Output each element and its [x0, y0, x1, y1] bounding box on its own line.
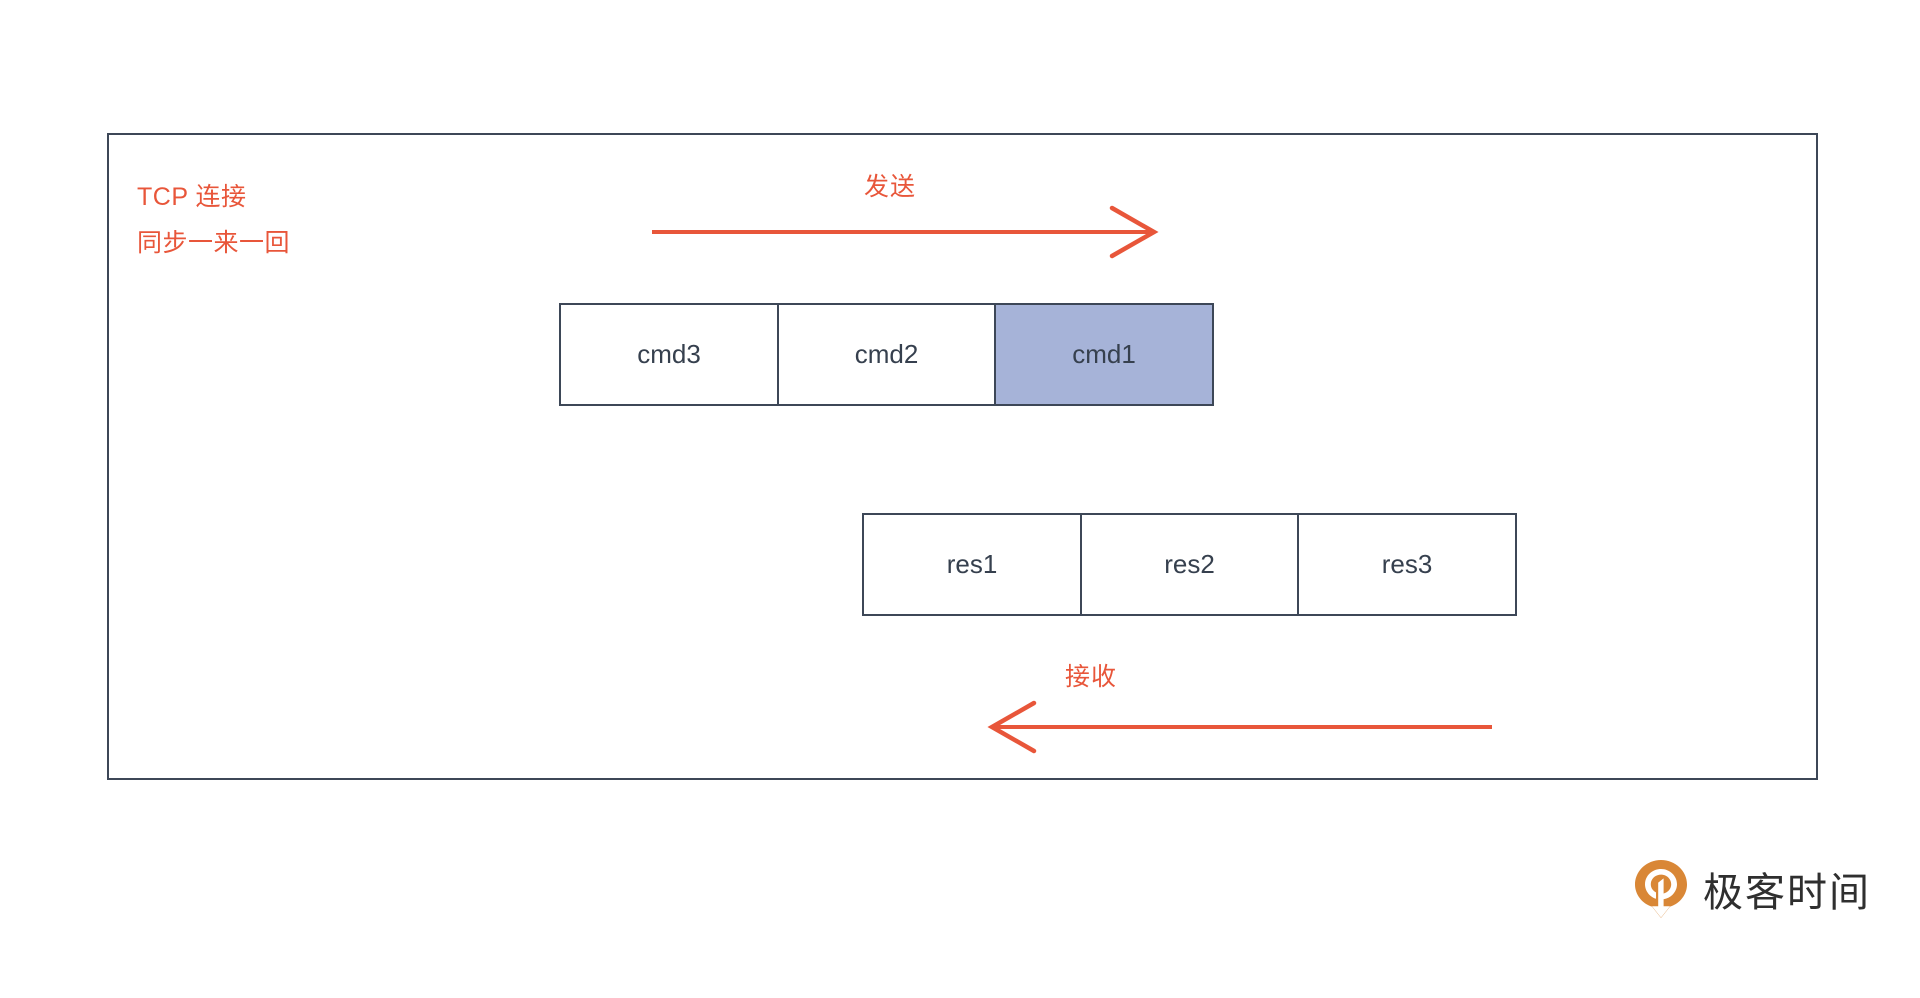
- annotation-line-1: TCP 连接: [137, 183, 247, 211]
- command-block-row: cmd3 cmd2 cmd1: [559, 303, 1214, 406]
- block-cell-label: cmd2: [854, 339, 919, 369]
- block-cell-res3[interactable]: res3: [1297, 513, 1517, 616]
- receive-arrow-label: 接收: [1065, 663, 1118, 691]
- brand-logo: 极客时间: [1633, 858, 1871, 920]
- block-cell-label: cmd1: [1072, 339, 1136, 369]
- block-cell-label: res1: [946, 549, 998, 579]
- block-cell-label: res2: [1164, 549, 1215, 579]
- send-arrow-label: 发送: [864, 173, 917, 201]
- block-cell-cmd1[interactable]: cmd1: [994, 303, 1214, 406]
- send-arrow-icon: [652, 205, 1159, 259]
- diagram-frame: TCP 连接 同步一来一回 发送 cmd3 cmd2 cmd1 res1 res…: [107, 133, 1818, 780]
- response-block-row: res1 res2 res3: [862, 513, 1517, 616]
- geektime-logo-icon: [1635, 860, 1687, 918]
- block-cell-label: cmd3: [637, 339, 701, 369]
- connection-annotation: TCP 连接 同步一来一回: [137, 174, 290, 266]
- brand-name: 极客时间: [1703, 870, 1871, 916]
- block-cell-label: res3: [1381, 549, 1433, 579]
- block-cell-cmd3[interactable]: cmd3: [559, 303, 779, 406]
- annotation-line-2: 同步一来一回: [137, 229, 291, 257]
- receive-arrow-icon: [987, 700, 1492, 754]
- block-cell-res2[interactable]: res2: [1079, 513, 1300, 616]
- block-cell-cmd2[interactable]: cmd2: [776, 303, 997, 406]
- block-cell-res1[interactable]: res1: [862, 513, 1082, 616]
